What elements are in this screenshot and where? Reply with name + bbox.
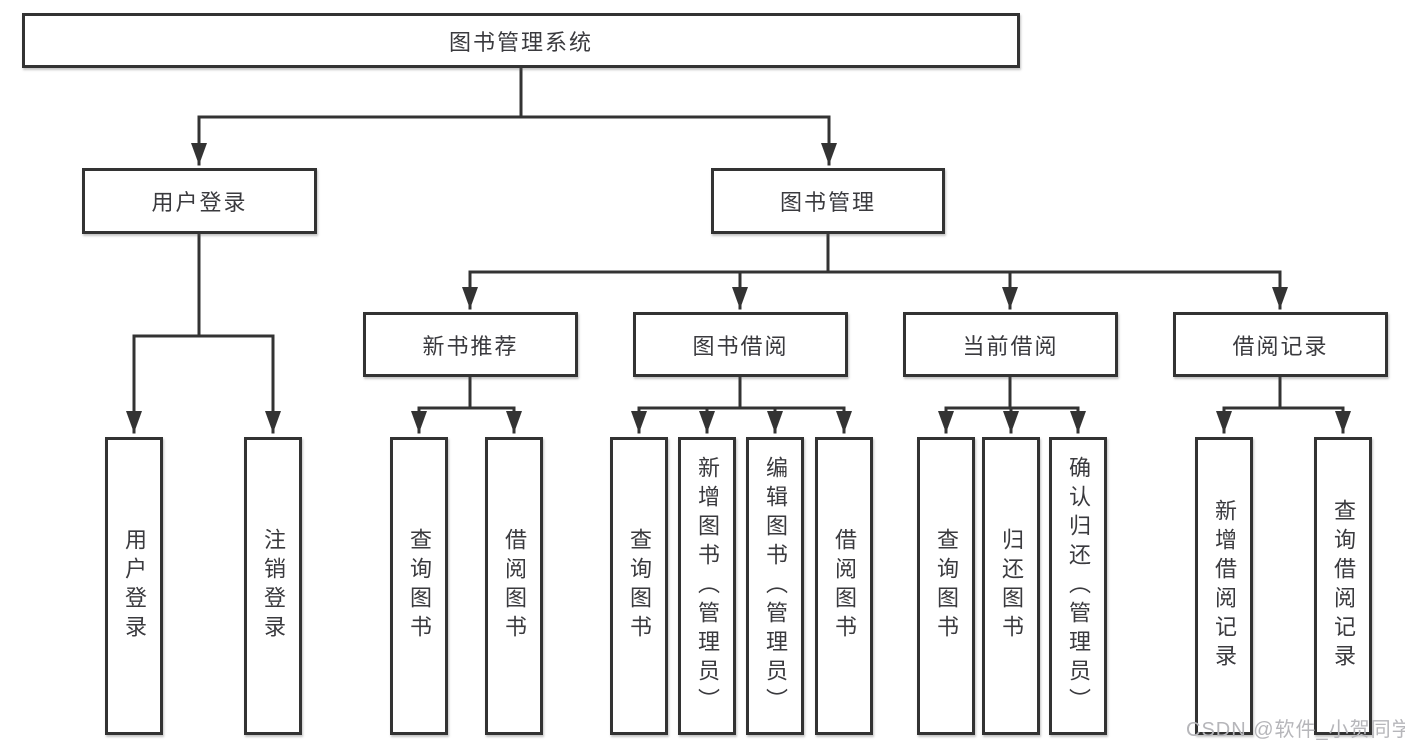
leaf-br-add-record: 新增借阅记录 bbox=[1195, 437, 1253, 735]
node-user-login: 用户登录 bbox=[82, 168, 317, 234]
watermark: CSDN @软件_小贺同学 bbox=[1186, 719, 1405, 741]
leaf-bb-borrow-books: 借阅图书 bbox=[815, 437, 873, 735]
leaf-nbr-query-books: 查询图书 bbox=[390, 437, 448, 735]
node-book-borrowing: 图书借阅 bbox=[633, 312, 848, 377]
leaf-cb-query-books: 查询图书 bbox=[917, 437, 975, 735]
leaf-bb-edit-books-admin: 编辑图书（管理员） bbox=[746, 437, 804, 735]
leaf-user-login: 用户登录 bbox=[105, 437, 163, 735]
node-borrowing-records: 借阅记录 bbox=[1173, 312, 1388, 377]
leaf-bb-add-books-admin: 新增图书（管理员） bbox=[678, 437, 736, 735]
node-book-management: 图书管理 bbox=[711, 168, 945, 234]
node-root: 图书管理系统 bbox=[22, 13, 1020, 68]
leaf-bb-query-books: 查询图书 bbox=[610, 437, 668, 735]
leaf-cb-return-books: 归还图书 bbox=[982, 437, 1040, 735]
node-new-book-recommend: 新书推荐 bbox=[363, 312, 578, 377]
leaf-nbr-borrow-books: 借阅图书 bbox=[485, 437, 543, 735]
node-current-borrowing: 当前借阅 bbox=[903, 312, 1118, 377]
leaf-br-query-record: 查询借阅记录 bbox=[1314, 437, 1372, 735]
leaf-logout-login: 注销登录 bbox=[244, 437, 302, 735]
leaf-cb-confirm-return-admin: 确认归还（管理员） bbox=[1049, 437, 1107, 735]
